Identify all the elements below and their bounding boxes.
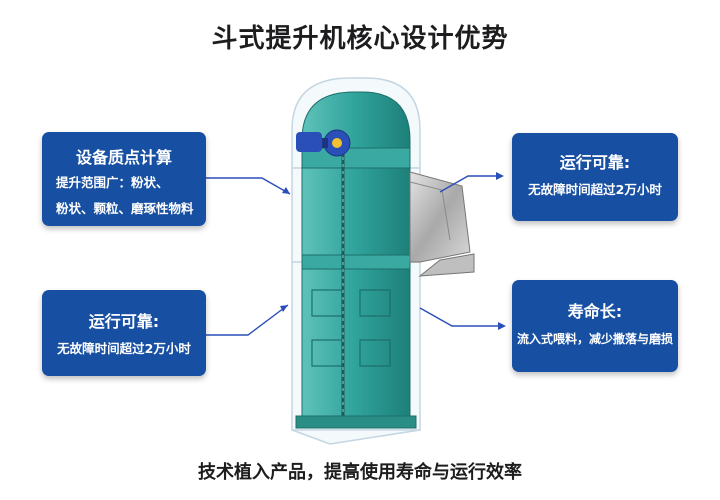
arrow-top-right bbox=[439, 175, 498, 193]
feature-card-bottom-left: 运行可靠: 无故障时间超过2万小时 bbox=[42, 290, 206, 376]
card-heading: 设备质点计算 bbox=[75, 148, 172, 167]
feature-card-top-left: 设备质点计算 提升范围广：粉状、 粉状、颗粒、磨琢性物料 bbox=[42, 132, 206, 226]
card-heading: 运行可靠: bbox=[88, 312, 160, 331]
card-body-line: 提升范围广：粉状、 bbox=[56, 175, 169, 190]
card-body-line: 粉状、颗粒、磨琢性物料 bbox=[56, 201, 194, 216]
callout-arrows bbox=[206, 175, 500, 336]
motor-icon bbox=[296, 129, 351, 157]
discharge-chute bbox=[409, 171, 475, 277]
arrow-bottom-left bbox=[206, 304, 289, 336]
page-title: 斗式提升机核心设计优势 bbox=[211, 24, 509, 54]
card-heading: 寿命长: bbox=[567, 302, 623, 321]
card-heading: 运行可靠: bbox=[559, 153, 631, 172]
footer-tagline: 技术植入产品，提高使用寿命与运行效率 bbox=[198, 462, 522, 483]
arrow-bottom-right bbox=[419, 307, 500, 327]
feature-card-top-right: 运行可靠: 无故障时间超过2万小时 bbox=[512, 133, 678, 221]
card-body: 流入式喂料，减少撒落与磨损 bbox=[516, 332, 673, 346]
arrow-top-left bbox=[206, 177, 291, 195]
card-body: 无故障时间超过2万小时 bbox=[57, 341, 191, 356]
card-body: 无故障时间超过2万小时 bbox=[528, 182, 662, 197]
elevator-body bbox=[295, 91, 417, 429]
feature-card-bottom-right: 寿命长: 流入式喂料，减少撒落与磨损 bbox=[512, 280, 678, 372]
